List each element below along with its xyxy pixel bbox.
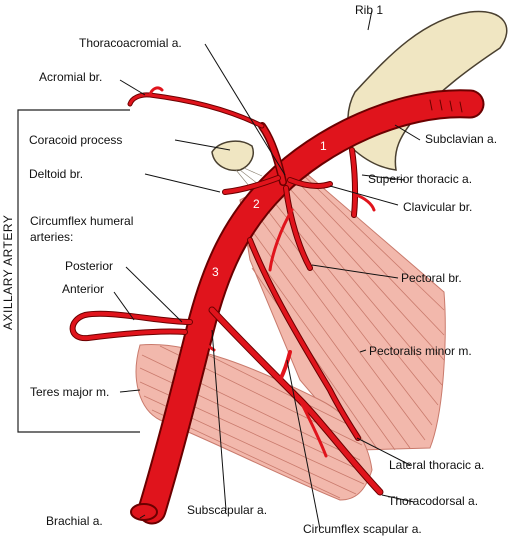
label-thoracoacromial: Thoracoacromial a. [79, 36, 182, 50]
label-circumflex-scapular: Circumflex scapular a. [303, 522, 422, 536]
label-circumflex-humeral-line1: Circumflex humeral [30, 214, 133, 228]
segment-number-3: 3 [212, 265, 219, 279]
label-coracoid-process: Coracoid process [29, 133, 122, 147]
label-subclavian: Subclavian a. [425, 132, 497, 146]
segment-number-1: 1 [320, 139, 327, 153]
label-brachial: Brachial a. [46, 514, 103, 528]
rib-1 [347, 10, 508, 171]
axillary-artery-side-label: AXILLARY ARTERY [1, 215, 15, 330]
label-pectoralis-minor: Pectoralis minor m. [369, 344, 472, 358]
label-teres-major: Teres major m. [30, 385, 109, 399]
label-rib-1: Rib 1 [355, 3, 383, 17]
label-thoracodorsal: Thoracodorsal a. [388, 494, 478, 508]
axillary-frame [17, 109, 140, 433]
label-clavicular-branch: Clavicular br. [403, 200, 472, 214]
brachial-end [130, 503, 158, 521]
label-circumflex-humeral-line2: arteries: [30, 230, 73, 244]
labels: Rib 1 Thoracoacromial a. Acromial br. Su… [29, 3, 497, 536]
label-anterior: Anterior [62, 282, 104, 296]
axillary-artery-main [139, 91, 483, 523]
label-lateral-thoracic: Lateral thoracic a. [389, 458, 484, 472]
label-posterior: Posterior [65, 259, 113, 273]
label-deltoid-branch: Deltoid br. [29, 167, 83, 181]
label-subscapular: Subscapular a. [187, 503, 267, 517]
label-superior-thoracic: Superior thoracic a. [368, 172, 472, 186]
leader-lines [113, 9, 421, 530]
label-acromial-branch: Acromial br. [39, 70, 102, 84]
segment-number-2: 2 [253, 197, 260, 211]
arteries [69, 86, 485, 525]
label-pectoral-branch: Pectoral br. [401, 271, 462, 285]
